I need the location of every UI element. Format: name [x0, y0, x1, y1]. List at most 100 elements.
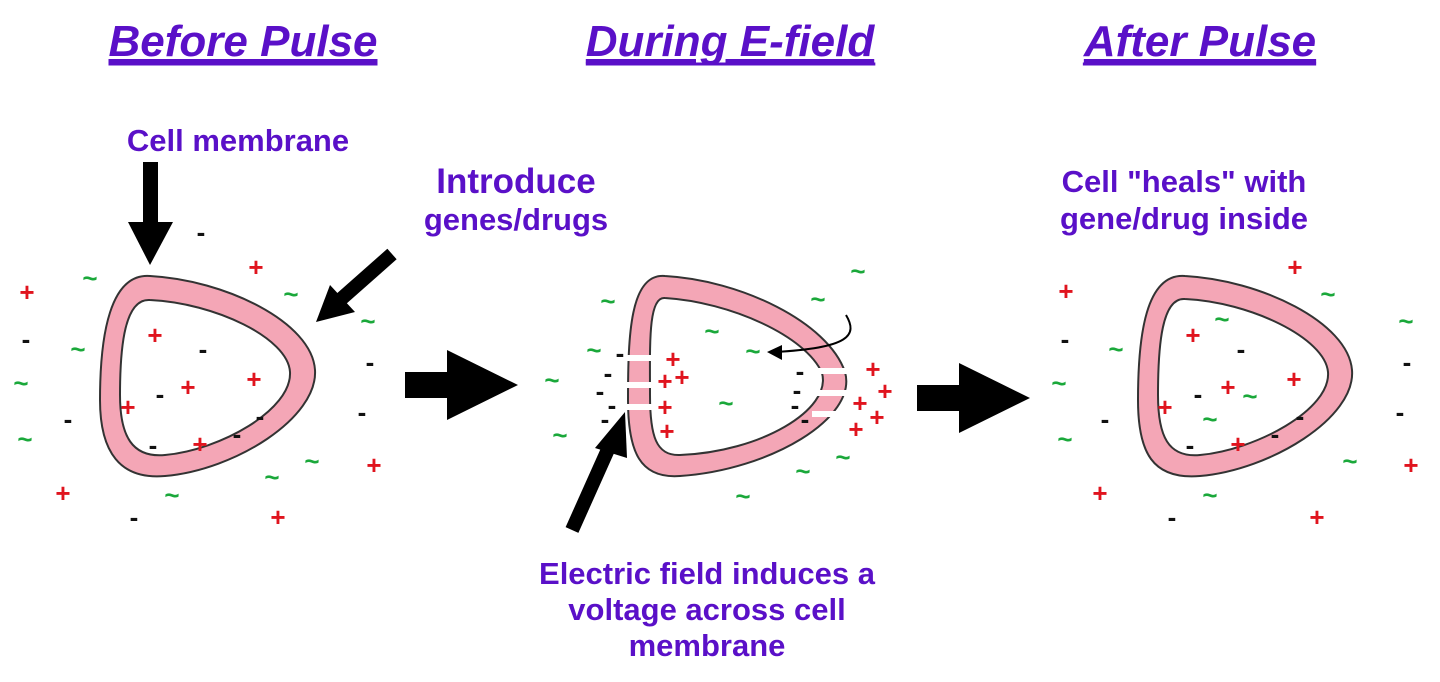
svg-text:~: ~: [1398, 306, 1413, 336]
svg-text:+: +: [270, 502, 285, 532]
svg-text:~: ~: [1342, 446, 1357, 476]
svg-text:~: ~: [13, 368, 28, 398]
panel-title-after: After Pulse: [1083, 17, 1316, 66]
svg-text:+: +: [1220, 372, 1235, 402]
entry-arrow-icon: [767, 314, 852, 360]
panel-during: + + + + + - - - - - - - - - + + + + + ~ …: [539, 256, 893, 663]
svg-text:-: -: [791, 390, 800, 420]
svg-text:-: -: [130, 502, 139, 532]
svg-text:~: ~: [600, 286, 615, 316]
svg-text:+: +: [1286, 364, 1301, 394]
svg-text:~: ~: [810, 284, 825, 314]
svg-text:+: +: [1185, 320, 1200, 350]
svg-text:~: ~: [1214, 304, 1229, 334]
svg-text:+: +: [366, 450, 381, 480]
svg-text:+: +: [192, 429, 207, 459]
svg-text:~: ~: [718, 388, 733, 418]
svg-text:-: -: [793, 375, 802, 405]
svg-text:+: +: [1092, 478, 1107, 508]
svg-text:+: +: [848, 414, 863, 444]
svg-text:+: +: [246, 364, 261, 394]
svg-text:~: ~: [1108, 334, 1123, 364]
panel-title-before: Before Pulse: [109, 17, 378, 66]
svg-text:+: +: [657, 392, 672, 422]
arrow-diagonal-icon: [316, 248, 397, 322]
ions-during: + + + + + - - - - - - - - - + + + + + ~ …: [544, 256, 892, 511]
svg-text:+: +: [55, 478, 70, 508]
svg-text:-: -: [199, 334, 208, 364]
svg-text:~: ~: [544, 365, 559, 395]
svg-text:~: ~: [304, 446, 319, 476]
ions-after: + + + + + - - - - - ~ ~ ~ + + + + + - - …: [1051, 252, 1418, 532]
svg-text:~: ~: [164, 480, 179, 510]
label-genes-drugs: genes/drugs: [424, 202, 608, 237]
svg-text:-: -: [233, 419, 242, 449]
svg-text:~: ~: [82, 263, 97, 293]
ions-before: + + + + + - - - - - + + + + + - - - - - …: [13, 217, 381, 532]
svg-text:-: -: [1101, 404, 1110, 434]
svg-text:-: -: [366, 347, 375, 377]
arrow-down-icon: [128, 162, 173, 265]
label-introduce: Introduce: [436, 162, 595, 201]
pore-icon: [815, 390, 849, 396]
panel-title-during: During E-field: [586, 17, 876, 66]
svg-text:-: -: [22, 324, 31, 354]
svg-text:-: -: [596, 376, 605, 406]
svg-text:+: +: [19, 277, 34, 307]
cell-after: [1136, 274, 1354, 478]
svg-text:~: ~: [835, 442, 850, 472]
pore-icon: [622, 382, 656, 388]
svg-text:+: +: [120, 392, 135, 422]
pore-icon: [622, 404, 656, 410]
svg-text:~: ~: [1202, 480, 1217, 510]
svg-text:-: -: [256, 401, 265, 431]
svg-text:+: +: [147, 320, 162, 350]
svg-text:-: -: [1403, 347, 1412, 377]
svg-text:~: ~: [1202, 404, 1217, 434]
svg-text:-: -: [608, 390, 617, 420]
svg-text:-: -: [796, 356, 805, 386]
cell-during: [622, 274, 852, 478]
label-cell-membrane: Cell membrane: [127, 123, 349, 158]
svg-text:~: ~: [360, 306, 375, 336]
svg-text:-: -: [1061, 324, 1070, 354]
svg-text:-: -: [149, 430, 158, 460]
label-efield-line3: membrane: [629, 628, 786, 663]
svg-text:+: +: [657, 366, 672, 396]
svg-text:-: -: [358, 397, 367, 427]
svg-text:~: ~: [552, 420, 567, 450]
svg-text:+: +: [248, 252, 263, 282]
svg-text:+: +: [1287, 252, 1302, 282]
svg-text:-: -: [156, 379, 165, 409]
svg-text:~: ~: [264, 462, 279, 492]
svg-text:~: ~: [745, 336, 760, 366]
svg-text:+: +: [665, 344, 680, 374]
panel-before: Cell membrane Introduce genes/drugs + + …: [13, 123, 608, 532]
svg-text:~: ~: [1320, 279, 1335, 309]
svg-text:~: ~: [283, 279, 298, 309]
svg-text:+: +: [659, 416, 674, 446]
label-heals-line1: Cell "heals" with: [1062, 164, 1307, 199]
svg-text:~: ~: [1057, 424, 1072, 454]
svg-text:-: -: [601, 404, 610, 434]
pore-icon: [622, 355, 656, 361]
svg-text:~: ~: [17, 424, 32, 454]
svg-text:-: -: [64, 404, 73, 434]
svg-text:+: +: [877, 376, 892, 406]
label-efield-line2: voltage across cell: [568, 592, 845, 627]
svg-text:+: +: [1230, 429, 1245, 459]
svg-text:+: +: [1157, 392, 1172, 422]
svg-text:+: +: [674, 362, 689, 392]
svg-text:+: +: [869, 402, 884, 432]
svg-text:-: -: [1237, 334, 1246, 364]
big-arrow-right-icon: [917, 363, 1030, 433]
svg-text:~: ~: [1242, 381, 1257, 411]
label-efield-line1: Electric field induces a: [539, 556, 876, 591]
svg-text:+: +: [1309, 502, 1324, 532]
svg-text:-: -: [1271, 419, 1280, 449]
svg-text:+: +: [1403, 450, 1418, 480]
svg-text:~: ~: [795, 456, 810, 486]
big-arrow-right-icon: [405, 350, 518, 420]
svg-text:+: +: [180, 372, 195, 402]
